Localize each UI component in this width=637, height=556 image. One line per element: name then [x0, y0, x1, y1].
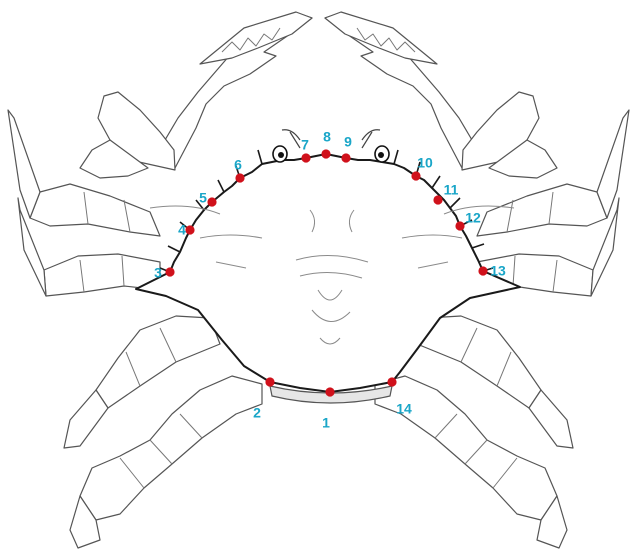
landmark-label-7: 7 — [301, 137, 309, 153]
landmark-label-13: 13 — [490, 263, 506, 279]
landmark-point-5 — [207, 197, 216, 206]
landmark-label-3: 3 — [154, 265, 162, 281]
landmark-point-12 — [455, 221, 464, 230]
landmark-label-11: 11 — [444, 182, 459, 198]
landmark-point-6 — [235, 173, 244, 182]
landmark-point-3 — [165, 267, 174, 276]
landmark-point-8 — [321, 149, 330, 158]
landmark-label-5: 5 — [199, 190, 207, 206]
landmark-label-4: 4 — [178, 222, 186, 238]
landmark-point-9 — [341, 153, 350, 162]
landmark-point-14 — [387, 377, 396, 386]
landmark-label-14: 14 — [396, 401, 412, 417]
landmark-point-13 — [478, 266, 487, 275]
landmark-point-7 — [301, 153, 310, 162]
landmark-point-11 — [433, 195, 442, 204]
landmark-point-10 — [411, 171, 420, 180]
landmark-label-9: 9 — [344, 134, 352, 150]
landmark-point-2 — [265, 377, 274, 386]
left-leg-1 — [30, 184, 160, 236]
landmark-label-12: 12 — [465, 210, 481, 226]
landmark-point-4 — [185, 225, 194, 234]
landmark-label-2: 2 — [253, 405, 261, 421]
landmark-label-1: 1 — [322, 415, 330, 431]
landmark-point-1 — [325, 387, 334, 396]
landmark-label-6: 6 — [234, 157, 242, 173]
right-leg-1 — [477, 184, 607, 236]
landmark-label-8: 8 — [323, 129, 331, 145]
landmark-label-10: 10 — [417, 155, 433, 171]
